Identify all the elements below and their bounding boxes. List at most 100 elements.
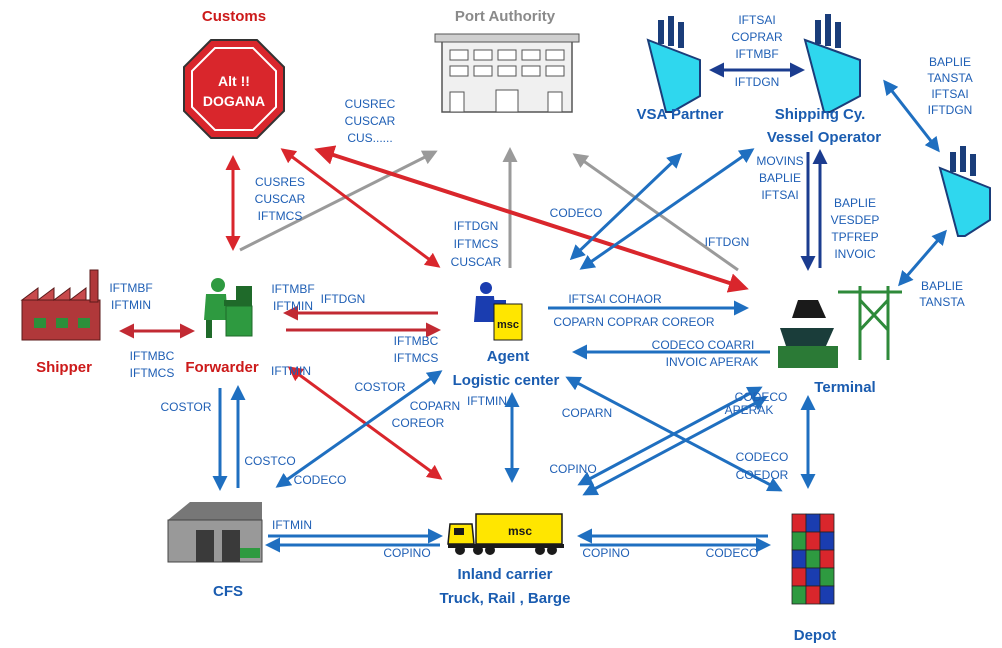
msg-agent-port-2: IFTMCS	[454, 237, 499, 251]
msg-shipping-right-4: IFTDGN	[928, 103, 973, 117]
truck-icon: msc	[447, 513, 564, 555]
msg-right-terminal-1: BAPLIE	[921, 279, 963, 293]
arrow-agent-shipping	[579, 148, 755, 270]
node-titles: Customs Port Authority VSA Partner Shipp…	[36, 8, 881, 644]
agent-at-desk-icon: msc	[474, 282, 523, 341]
msg-agent-port-1: IFTDGN	[454, 219, 499, 233]
msg-shipper-forwarder-bottom-2: IFTMCS	[130, 366, 175, 380]
customs-sign-line1: Alt !!	[218, 73, 250, 89]
msg-forwarder-agent-iftdgn: IFTDGN	[321, 292, 366, 306]
msg-customs-agent-3: CUS......	[347, 131, 392, 145]
msg-forwarder-customs-3: IFTMCS	[258, 209, 303, 223]
msg-agent-terminal-out-2: COPARN COPRAR COREOR	[553, 315, 714, 329]
msg-codeco-top: CODECO	[550, 206, 603, 220]
warehouse-icon	[167, 502, 263, 563]
arrows	[119, 62, 947, 553]
msg-codeco-cfs: CODECO	[294, 473, 347, 487]
msg-forwarder-agent-top-2: IFTMIN	[273, 299, 313, 313]
msg-forwarder-agent-top-1: IFTMBF	[271, 282, 314, 296]
msg-shipping-terminal-left-1: MOVINS	[756, 154, 803, 168]
ship-icon-vsa	[646, 16, 701, 113]
stop-sign-icon: Alt !! DOGANA	[183, 39, 285, 139]
msg-agent-inland: IFTMIN	[467, 394, 507, 408]
terminal-title: Terminal	[814, 379, 875, 396]
arrow-customs-agent	[280, 148, 441, 268]
msg-shipping-right-2: TANSTA	[927, 71, 973, 85]
arrow-agent-cfs	[275, 370, 443, 488]
arrow-shipping-ship	[883, 79, 940, 153]
factory-icon	[20, 269, 101, 341]
msg-coparn-coreor-2: COREOR	[392, 416, 445, 430]
msg-terminal-agent-in-1: CODECO COARRI	[652, 338, 755, 352]
msg-terminal-agent-in-2: INVOIC APERAK	[666, 355, 759, 369]
msg-depot-agent-1: CODECO	[736, 450, 789, 464]
msg-forwarder-iftmin: IFTMIN	[271, 364, 311, 378]
inland-msc-logo: msc	[508, 524, 532, 538]
arrow-customs-terminal	[314, 145, 749, 293]
msg-terminal-inland-1: CODECO	[735, 390, 788, 404]
shipper-title: Shipper	[36, 359, 92, 376]
msg-shipper-forwarder-top-2: IFTMIN	[111, 298, 151, 312]
msg-shipping-terminal-left-3: IFTSAI	[761, 188, 798, 202]
inland-title-line1: Inland carrier	[457, 566, 552, 583]
msg-copino-mid: COPINO	[549, 462, 596, 476]
crane-icon	[778, 286, 902, 368]
building-icon	[434, 33, 580, 113]
msg-forwarder-agent-bottom-1: IFTMBC	[394, 334, 439, 348]
msg-depot-agent-2: COEDOR	[736, 468, 789, 482]
agent-title-line1: Agent	[487, 348, 530, 365]
msg-vsa-shipping-3: IFTMBF	[735, 47, 778, 61]
shipping-cy-title-line2: Vessel Operator	[767, 129, 881, 146]
msg-costor-left: COSTOR	[160, 400, 211, 414]
msg-right-terminal-2: TANSTA	[919, 295, 965, 309]
vsa-partner-title: VSA Partner	[637, 106, 724, 123]
msg-coparn-coreor-1: COPARN	[410, 399, 460, 413]
msg-vsa-shipping-1: IFTSAI	[738, 13, 775, 27]
msg-vsa-shipping-2: COPRAR	[731, 30, 783, 44]
msg-shipping-right-3: IFTSAI	[931, 87, 968, 101]
person-at-desk-icon	[204, 278, 253, 338]
msg-inland-depot-left: COPINO	[582, 546, 629, 560]
message-labels: IFTSAI COPRAR IFTMBF IFTDGN BAPLIE TANST…	[109, 13, 972, 560]
msg-agent-terminal-out-1: IFTSAI COHAOR	[568, 292, 662, 306]
msg-cfs-inland-bottom: COPINO	[383, 546, 430, 560]
msg-shipper-forwarder-bottom-1: IFTMBC	[130, 349, 175, 363]
container-stack-icon	[791, 513, 835, 605]
msg-shipping-terminal-right-4: INVOIC	[834, 247, 876, 261]
ship-icon-shipping	[803, 14, 861, 113]
msg-costco: COSTCO	[244, 454, 295, 468]
arrow-terminal-inland-b	[582, 396, 768, 496]
msg-shipper-forwarder-top-1: IFTMBF	[109, 281, 152, 295]
msg-shipping-terminal-right-2: VESDEP	[831, 213, 880, 227]
shipping-cy-title-line1: Shipping Cy.	[775, 106, 866, 123]
msg-coparn-mid: COPARN	[562, 406, 612, 420]
customs-title: Customs	[202, 8, 266, 25]
msg-forwarder-agent-bottom-2: IFTMCS	[394, 351, 439, 365]
agent-msc-logo: msc	[497, 319, 519, 331]
ship-icon-right	[938, 146, 991, 237]
msg-forwarder-customs-2: CUSCAR	[255, 192, 306, 206]
msg-shipping-terminal-left-2: BAPLIE	[759, 171, 801, 185]
msg-shipping-terminal-right-3: TPFREP	[831, 230, 878, 244]
msg-costor-mid: COSTOR	[354, 380, 405, 394]
msg-forwarder-customs-1: CUSRES	[255, 175, 305, 189]
arrow-ship-terminal	[898, 229, 947, 287]
msg-shipping-right-1: BAPLIE	[929, 55, 971, 69]
msg-inland-depot-right: CODECO	[706, 546, 759, 560]
msg-shipping-terminal-right-1: BAPLIE	[834, 196, 876, 210]
forwarder-title: Forwarder	[185, 359, 259, 376]
port-authority-title: Port Authority	[455, 8, 556, 25]
customs-sign-line2: DOGANA	[203, 93, 265, 109]
msg-cfs-inland-top: IFTMIN	[272, 518, 312, 532]
msg-customs-agent-2: CUSCAR	[345, 114, 396, 128]
agent-title-line2: Logistic center	[453, 372, 560, 389]
msg-vsa-shipping-4: IFTDGN	[735, 75, 780, 89]
depot-title: Depot	[794, 627, 837, 644]
msg-customs-agent-1: CUSREC	[345, 97, 396, 111]
msg-terminal-inland-2: APERAK	[725, 403, 774, 417]
inland-title-line2: Truck, Rail , Barge	[440, 590, 571, 607]
msg-iftdgn-terminal: IFTDGN	[705, 235, 750, 249]
msg-agent-port-3: CUSCAR	[451, 255, 502, 269]
cfs-title: CFS	[213, 583, 243, 600]
